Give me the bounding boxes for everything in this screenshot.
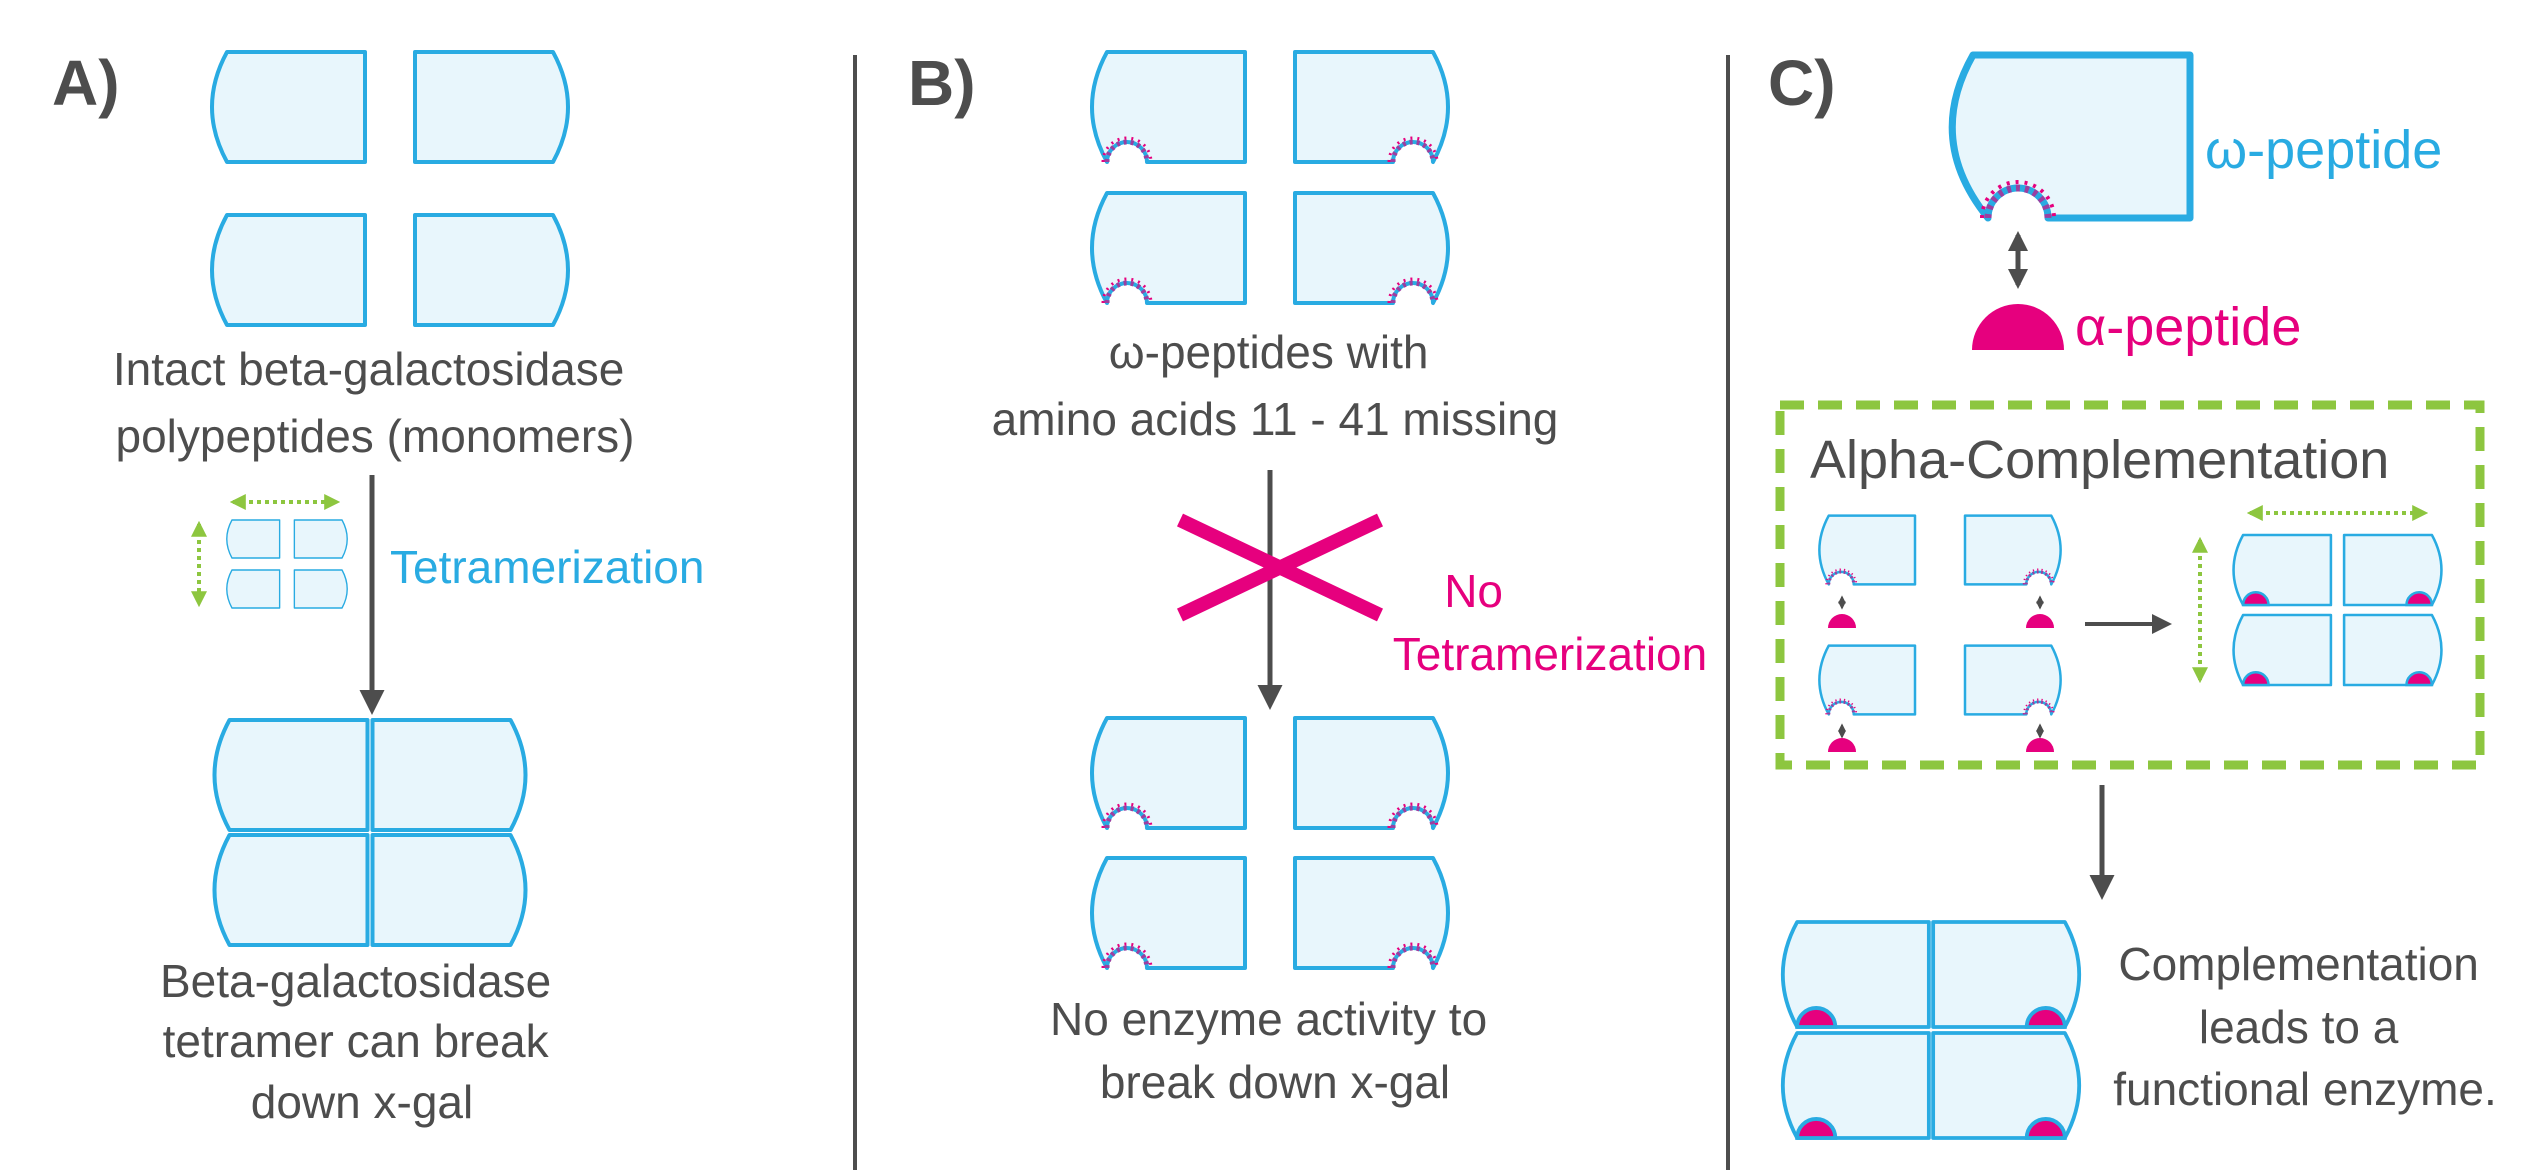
tetramer bbox=[215, 720, 526, 945]
tetramerization-label: Tetramerization bbox=[390, 541, 704, 593]
omega-peptide bbox=[1295, 718, 1448, 828]
omega-peptide bbox=[1295, 193, 1448, 303]
blocked-cross bbox=[1176, 513, 1384, 622]
omega-peptide bbox=[1092, 858, 1245, 968]
monomer bbox=[413, 213, 570, 327]
omega-alpha-pair bbox=[1817, 644, 1917, 752]
panel-c-label: C) bbox=[1768, 47, 1836, 119]
omega-peptide bbox=[1295, 858, 1448, 968]
alpha-complementation-box bbox=[1775, 400, 2485, 770]
omega-peptide bbox=[1092, 193, 1245, 303]
alpha-peptide-label: α-peptide bbox=[2075, 297, 2301, 357]
monomer bbox=[210, 213, 367, 327]
mini-tetramer-icon bbox=[191, 494, 348, 609]
omega-alpha-pair bbox=[1817, 514, 1917, 628]
omega-peptide bbox=[1092, 52, 1245, 162]
omega-peptide-large bbox=[1948, 51, 2194, 222]
panel-b-label: B) bbox=[908, 47, 976, 119]
panel-b: B) ω-peptides with amino acids 11 - 41 m… bbox=[908, 47, 1707, 1108]
omega-peptide-label: ω-peptide bbox=[2205, 120, 2442, 180]
alpha-peptide-shape bbox=[1972, 304, 2064, 350]
tetramer-caption: Beta-galactosidase tetramer can break do… bbox=[160, 955, 564, 1128]
omega-alpha-pair bbox=[1963, 644, 2063, 752]
alpha-complementation-title: Alpha-Complementation bbox=[1810, 430, 2389, 490]
omega-caption: ω-peptides with amino acids 11 - 41 miss… bbox=[992, 326, 1559, 445]
monomer bbox=[413, 50, 570, 164]
complemented-tetramer-small bbox=[2192, 505, 2443, 687]
monomers-caption: Intact beta-galactosidase polypeptides (… bbox=[113, 343, 637, 462]
omega-alpha-pair bbox=[1963, 514, 2063, 628]
monomer bbox=[210, 50, 367, 164]
functional-enzyme-tetramer bbox=[1780, 920, 2082, 1140]
panel-a-label: A) bbox=[52, 47, 120, 119]
panel-a: A) Intact beta-galactosidase polypeptide… bbox=[52, 47, 704, 1128]
functional-enzyme-caption: Complementation leads to a functional en… bbox=[2113, 938, 2497, 1115]
no-tetramerization-label: No Tetramerization bbox=[1393, 565, 1707, 680]
no-activity-caption: No enzyme activity to break down x-gal bbox=[1050, 993, 1500, 1108]
omega-peptide bbox=[1295, 52, 1448, 162]
omega-peptide bbox=[1092, 718, 1245, 828]
panel-c: C) ω-peptide α-peptide Alpha-Complementa… bbox=[1768, 47, 2497, 1140]
